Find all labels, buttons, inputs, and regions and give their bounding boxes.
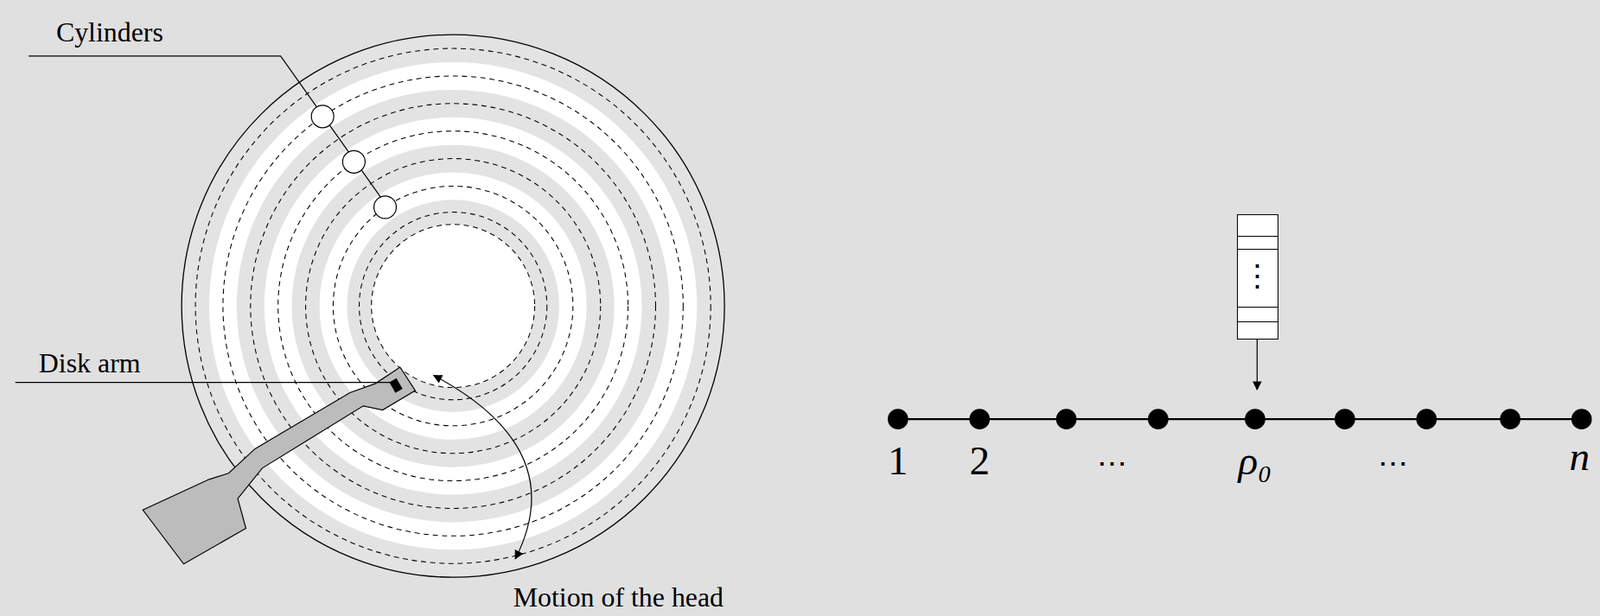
- ellipsis: ⋯: [1377, 448, 1409, 479]
- cylinders-leader: [28, 56, 396, 219]
- ellipsis: ⋯: [1096, 448, 1128, 479]
- cylinder-line: [887, 408, 1593, 430]
- request-queue: ⋮: [1236, 214, 1279, 340]
- current-cylinder: ρ₀: [1237, 440, 1272, 482]
- cylinder-number: n: [1569, 436, 1591, 478]
- part-label: Disk arm: [38, 350, 141, 378]
- queue-ellipsis: ⋮: [1237, 261, 1278, 292]
- part-label: Cylinders: [56, 19, 164, 47]
- cylinder-number: 1: [887, 440, 909, 482]
- motion-arrow: [433, 375, 532, 559]
- cylinder-number: 2: [968, 440, 990, 482]
- queue-slot-line: [1237, 321, 1278, 323]
- queue-slot-line: [1237, 306, 1278, 308]
- queue-slot-line: [1237, 248, 1278, 250]
- motion-label: Motion of the head: [513, 584, 724, 612]
- queue-arrow: [1256, 339, 1258, 390]
- disk-arm-leader: [15, 382, 393, 383]
- disk-arm: [142, 367, 415, 565]
- disk-platter: [181, 34, 725, 578]
- queue-slot-line: [1237, 235, 1278, 237]
